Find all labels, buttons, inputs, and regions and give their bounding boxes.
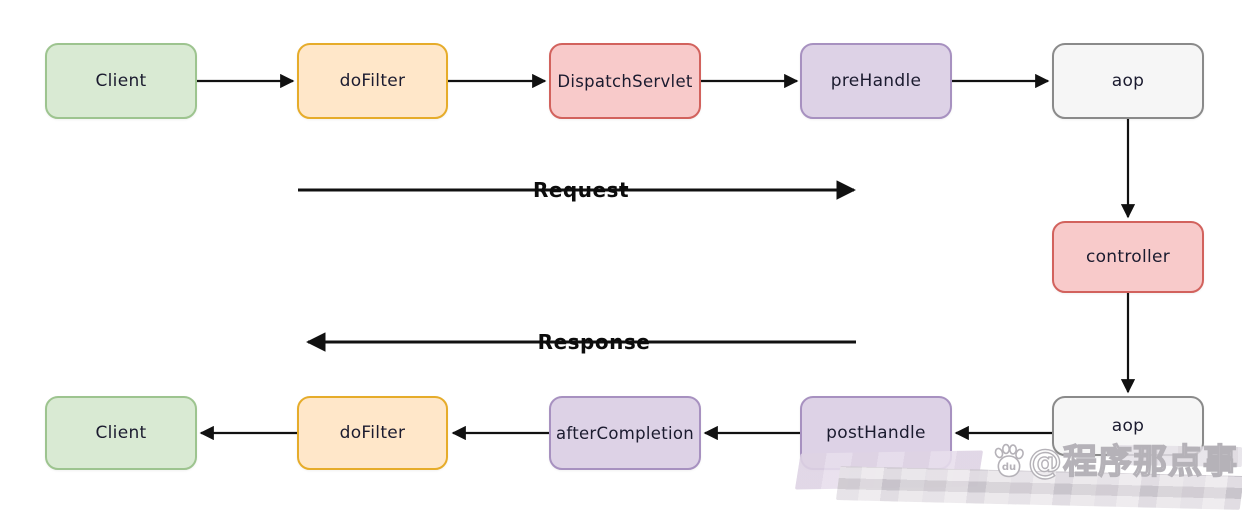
node-label: controller xyxy=(1085,247,1171,267)
node-label: DispatchServlet xyxy=(557,71,693,91)
node-aop-top: aop xyxy=(1052,43,1204,119)
node-label: preHandle xyxy=(830,71,922,91)
watermark: du @程序那点事 xyxy=(992,443,1238,481)
node-dofilter-top: doFilter xyxy=(297,43,448,119)
node-label: postHandle xyxy=(826,423,926,443)
request-label: Request xyxy=(532,178,630,202)
node-dofilter-bottom: doFilter xyxy=(297,396,448,470)
watermark-text: @程序那点事 xyxy=(1027,442,1238,482)
node-label: aop xyxy=(1111,416,1145,436)
node-label: doFilter xyxy=(339,423,406,443)
node-label: Client xyxy=(95,71,147,91)
node-dispatchservlet: DispatchServlet xyxy=(549,43,701,119)
node-label: doFilter xyxy=(339,71,406,91)
node-controller: controller xyxy=(1052,221,1204,293)
node-label: aop xyxy=(1111,71,1145,91)
response-label: Response xyxy=(537,330,651,354)
paw-badge-text: du xyxy=(1002,462,1016,473)
node-label: Client xyxy=(95,423,147,443)
node-aftercompletion: afterCompletion xyxy=(549,396,701,470)
node-client-top: Client xyxy=(45,43,197,119)
baidu-paw-icon: du xyxy=(994,443,1024,478)
node-label: afterCompletion xyxy=(555,423,695,443)
node-client-bottom: Client xyxy=(45,396,197,470)
node-prehandle: preHandle xyxy=(800,43,952,119)
